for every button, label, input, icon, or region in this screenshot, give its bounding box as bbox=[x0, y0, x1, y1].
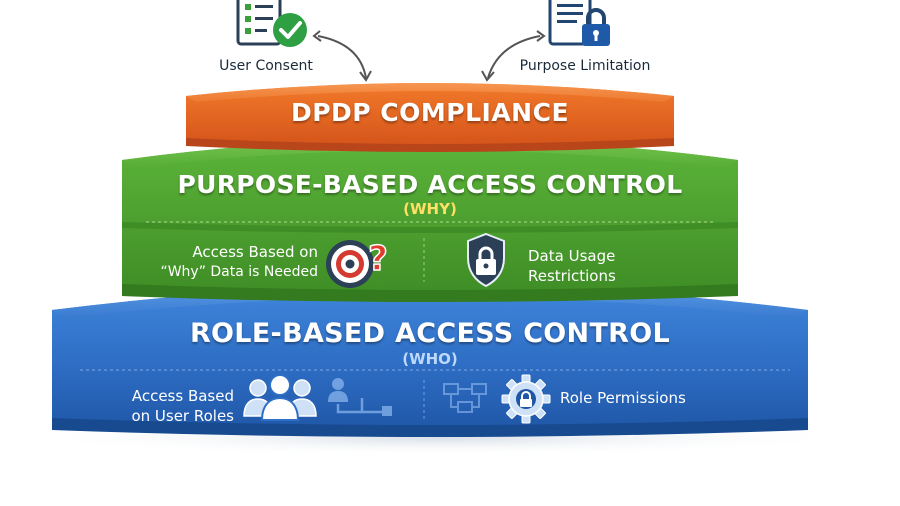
pbac-feature-why-text: Access Based on “Why” Data is Needed bbox=[150, 242, 318, 282]
shield-lock-icon bbox=[464, 232, 508, 288]
rbac-feature-roles-line2: on User Roles bbox=[131, 407, 234, 425]
users-group-icon bbox=[240, 372, 320, 422]
gear-lock-icon bbox=[500, 374, 552, 424]
rbac-layer-shape bbox=[52, 286, 808, 434]
dpdp-layer-top bbox=[186, 83, 674, 102]
pbac-layer-shape bbox=[122, 139, 738, 294]
hierarchy-icon bbox=[322, 376, 402, 418]
target-question-icon: ? bbox=[322, 232, 394, 292]
rbac-subtitle: (WHO) bbox=[402, 350, 458, 368]
pbac-feature-usage-text: Data Usage Restrictions bbox=[528, 246, 698, 286]
workflow-icon bbox=[442, 380, 494, 416]
pbac-layer-band bbox=[122, 222, 738, 233]
dpdp-compliance-title: DPDP COMPLIANCE bbox=[290, 98, 570, 127]
user-consent-label: User Consent bbox=[219, 58, 313, 74]
purpose-limitation-label: Purpose Limitation bbox=[519, 58, 651, 74]
dpdp-layer-bottom-edge bbox=[186, 138, 674, 152]
pbac-feature-why-line1: Access Based on bbox=[192, 243, 318, 261]
rbac-layer-bottom-edge bbox=[52, 418, 808, 437]
pbac-feature-why-line2: “Why” Data is Needed bbox=[160, 264, 318, 280]
consent-arrow bbox=[317, 35, 367, 79]
pbac-layer-bottom-edge bbox=[122, 284, 738, 302]
pbac-title: PURPOSE-BASED ACCESS CONTROL bbox=[177, 170, 683, 199]
svg-text:?: ? bbox=[368, 239, 388, 279]
document-lock-icon bbox=[548, 0, 624, 52]
purpose-arrow bbox=[487, 35, 541, 79]
pbac-feature-usage-line1: Data Usage bbox=[528, 247, 616, 265]
dpdp-layer-shape bbox=[186, 83, 674, 148]
checklist-check-icon bbox=[234, 0, 310, 50]
rbac-title: ROLE-BASED ACCESS CONTROL bbox=[189, 318, 671, 349]
rbac-feature-roles-line1: Access Based bbox=[131, 387, 234, 405]
rbac-feature-roles-text: Access Based on User Roles bbox=[100, 386, 234, 426]
pbac-subtitle: (WHY) bbox=[403, 200, 457, 218]
rbac-feature-permissions-text: Role Permissions bbox=[560, 389, 686, 407]
pbac-feature-usage-line2: Restrictions bbox=[528, 267, 616, 285]
